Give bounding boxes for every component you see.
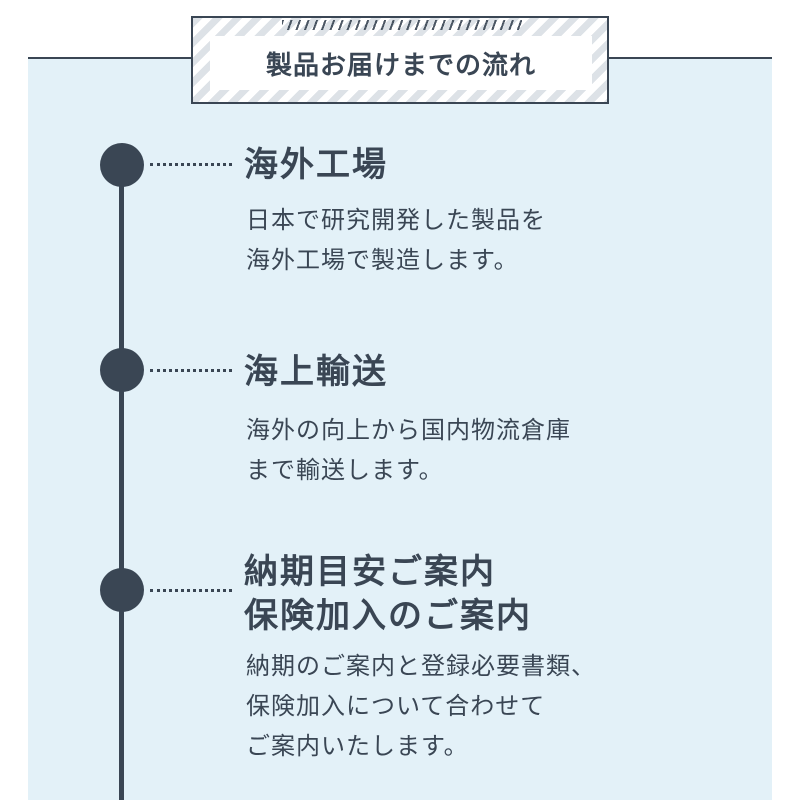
- content-panel: [28, 58, 772, 800]
- step-node-1: [100, 143, 144, 187]
- page-title: 製品お届けまでの流れ: [265, 50, 536, 81]
- step-title-line: 保険加入のご案内: [244, 596, 532, 636]
- title-hatching: [282, 20, 522, 30]
- step-desc-line: 保険加入について合わせて: [246, 692, 546, 720]
- step-desc-line: まで輸送します。: [246, 456, 444, 484]
- step-title-line: 海外工場: [244, 145, 388, 185]
- step-connector-3: [150, 589, 232, 592]
- step-desc-line: 日本で研究開発した製品を: [246, 206, 546, 234]
- step-title-2: 海上輸送: [244, 350, 388, 394]
- step-title-1: 海外工場: [244, 143, 388, 187]
- step-connector-1: [150, 163, 232, 166]
- timeline-line: [119, 165, 124, 800]
- step-title-3: 納期目安ご案内 保険加入のご案内: [244, 550, 532, 638]
- step-title-line: 海上輸送: [244, 352, 388, 392]
- step-node-3: [100, 568, 144, 612]
- title-label-box: 製品お届けまでの流れ: [210, 36, 592, 90]
- step-title-line: 納期目安ご案内: [244, 552, 496, 592]
- step-node-2: [100, 348, 144, 392]
- step-desc-line: ご案内いたします。: [246, 732, 469, 760]
- step-description-2: 海外の向上から国内物流倉庫 まで輸送します。: [246, 410, 571, 490]
- step-desc-line: 納期のご案内と登録必要書類、: [246, 652, 596, 680]
- step-connector-2: [150, 369, 232, 372]
- step-desc-line: 海外工場で製造します。: [246, 246, 519, 274]
- step-description-1: 日本で研究開発した製品を 海外工場で製造します。: [246, 200, 546, 280]
- step-description-3: 納期のご案内と登録必要書類、 保険加入について合わせて ご案内いたします。: [246, 646, 596, 766]
- step-desc-line: 海外の向上から国内物流倉庫: [246, 416, 571, 444]
